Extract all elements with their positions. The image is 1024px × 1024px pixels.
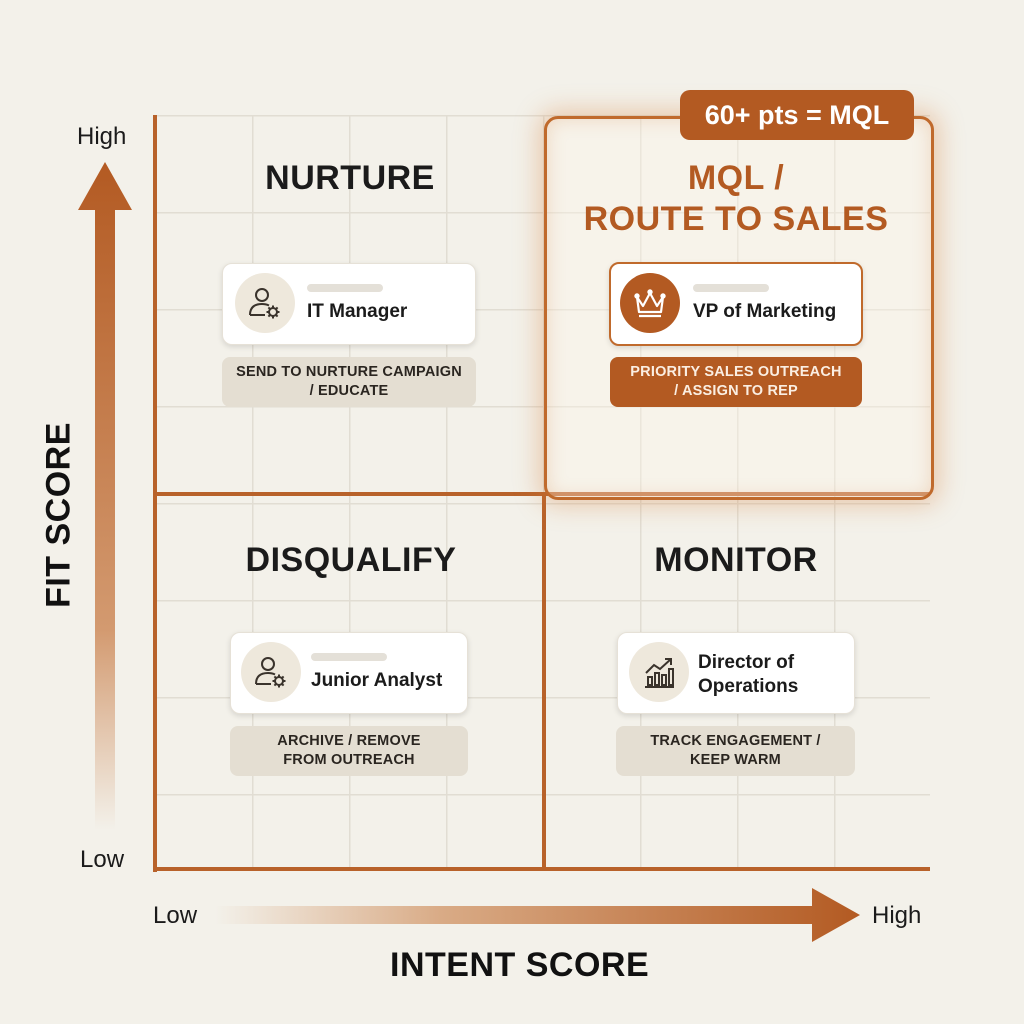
card-placeholder-bar bbox=[311, 653, 387, 661]
y-axis-high-label: High bbox=[77, 123, 127, 150]
card-placeholder-bar bbox=[693, 284, 769, 292]
y-axis-title: FIT SCORE bbox=[39, 422, 78, 608]
lead-card-vp-marketing[interactable]: VP of Marketing bbox=[609, 262, 863, 346]
quadrant-title-mql: MQL / ROUTE TO SALES bbox=[583, 159, 889, 238]
lead-card-director-operations[interactable]: Director of Operations bbox=[617, 632, 855, 714]
lead-card-it-manager[interactable]: IT Manager bbox=[222, 263, 476, 345]
card-label: Director of Operations bbox=[698, 652, 799, 697]
vertical-divider bbox=[542, 495, 546, 869]
lead-card-junior-analyst[interactable]: Junior Analyst bbox=[230, 632, 468, 714]
quadrant-title-disqualify: DISQUALIFY bbox=[245, 541, 457, 579]
mql-threshold-badge: 60+ pts = MQL bbox=[680, 90, 914, 140]
action-pill-nurture: SEND TO NURTURE CAMPAIGN/ EDUCATE bbox=[222, 357, 476, 407]
horizontal-divider bbox=[155, 492, 930, 496]
crown-icon bbox=[620, 273, 680, 333]
chart-trend-icon bbox=[629, 642, 689, 702]
quadrant-title-nurture: NURTURE bbox=[265, 159, 435, 197]
action-pill-monitor: TRACK ENGAGEMENT /KEEP WARM bbox=[616, 726, 855, 776]
user-gear-icon bbox=[235, 273, 295, 333]
card-placeholder-bar bbox=[307, 284, 383, 292]
quadrant-title-monitor: MONITOR bbox=[654, 541, 818, 579]
card-label: Junior Analyst bbox=[311, 670, 443, 691]
x-axis-low-label: Low bbox=[153, 902, 198, 929]
x-axis-title: INTENT SCORE bbox=[390, 946, 650, 984]
card-label: VP of Marketing bbox=[693, 301, 837, 322]
card-label: IT Manager bbox=[307, 301, 408, 322]
x-axis-high-label: High bbox=[872, 902, 922, 929]
user-gear-icon bbox=[241, 642, 301, 702]
y-axis-low-label: Low bbox=[80, 846, 125, 873]
x-axis-arrow bbox=[215, 888, 860, 942]
y-axis-arrow bbox=[78, 162, 132, 830]
x-axis-line bbox=[153, 867, 930, 871]
action-pill-mql: PRIORITY SALES OUTREACH/ ASSIGN TO REP bbox=[610, 357, 862, 407]
